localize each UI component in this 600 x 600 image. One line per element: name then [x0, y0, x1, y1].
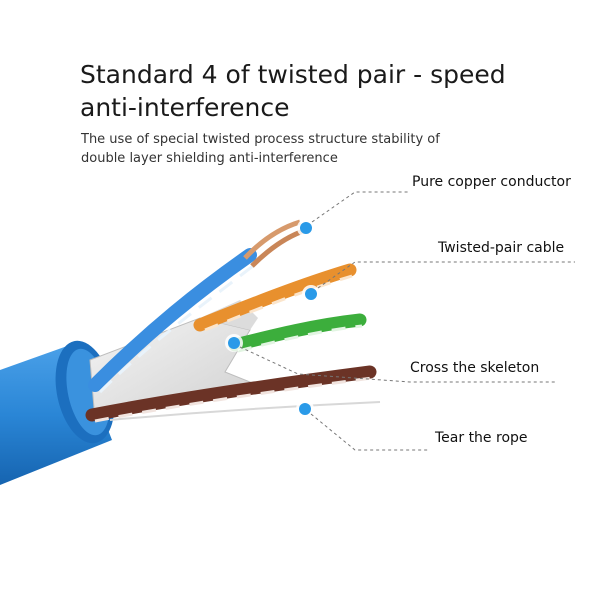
orange-pair: [193, 263, 357, 332]
callout-marker-rope: [296, 400, 314, 418]
subtitle-line-2: double layer shielding anti-interference: [81, 151, 338, 166]
brown-pair: [85, 365, 377, 423]
callout-label-twisted: Twisted-pair cable: [438, 240, 565, 256]
tear-rope: [109, 401, 381, 421]
green-pair: [228, 313, 367, 353]
callout-marker-twisted: [302, 285, 320, 303]
leader-line-rope: [310, 413, 430, 451]
callout-label-copper: Pure copper conductor: [412, 174, 571, 190]
callout-label-skeleton: Cross the skeleton: [410, 360, 540, 376]
leader-line-copper: [311, 191, 410, 223]
leader-line-twisted: [317, 261, 575, 289]
callout-label-rope: Tear the rope: [435, 430, 528, 446]
page-subtitle: The use of special twisted process struc…: [81, 130, 581, 168]
page-title: Standard 4 of twisted pair - speed anti-…: [80, 58, 580, 124]
callout-marker-copper: [297, 219, 315, 237]
callout-marker-skeleton: [225, 334, 243, 352]
title-line-2: anti-interference: [80, 93, 290, 122]
leader-line-skeleton: [239, 346, 555, 383]
subtitle-line-1: The use of special twisted process struc…: [81, 132, 440, 147]
title-line-1: Standard 4 of twisted pair - speed: [80, 60, 506, 89]
